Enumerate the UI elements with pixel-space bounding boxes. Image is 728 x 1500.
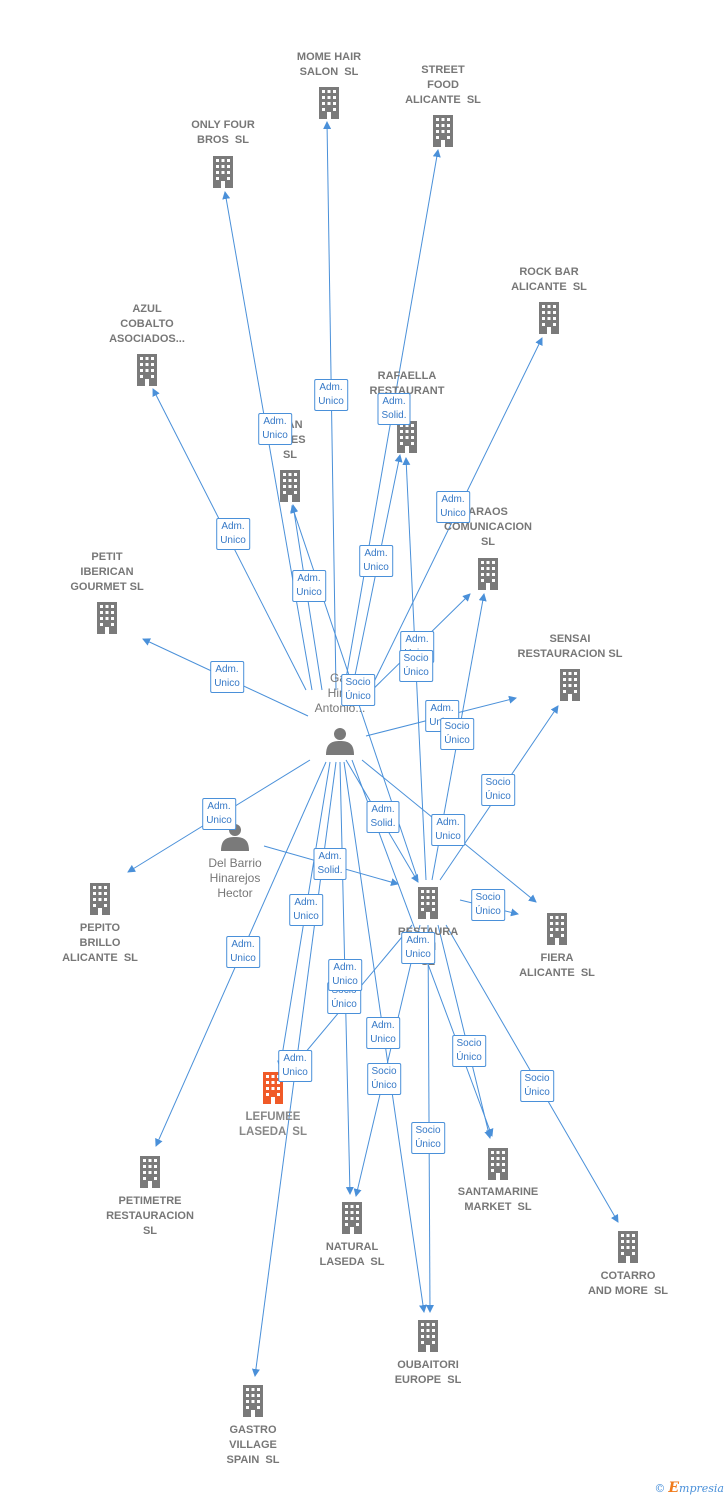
relation-label: Adm. Unico	[216, 518, 250, 550]
relation-label: Adm. Unico	[226, 936, 260, 968]
node-faraos[interactable]: ARAOS COMUNICACION SL	[444, 505, 532, 550]
node-label-onlyfour: ONLY FOUR BROS SL	[191, 119, 255, 146]
edge-restaura-to-santamarine	[437, 924, 493, 1139]
building-icon-rafaella[interactable]	[397, 421, 417, 453]
node-label-petimetre: PETIMETRE RESTAURACION SL	[106, 1195, 194, 1237]
node-fiera[interactable]: FIERA ALICANTE SL	[519, 951, 595, 981]
node-label-natural: NATURAL LASEDA SL	[319, 1241, 385, 1268]
node-street[interactable]: STREET FOOD ALICANTE SL	[405, 63, 481, 108]
relation-label: Socio Único	[481, 774, 515, 806]
edge-restaura-to-natural	[353, 924, 421, 1197]
relation-label: Socio Único	[367, 1063, 401, 1095]
building-icon-mome[interactable]	[319, 87, 339, 119]
relation-label: Socio Único	[341, 674, 375, 706]
relation-label: Adm. Unico	[210, 661, 244, 693]
relation-label: Adm. Unico	[436, 491, 470, 523]
node-label-gastro: GASTRO VILLAGE SPAIN SL	[226, 1424, 280, 1466]
building-icon-petit[interactable]	[97, 602, 117, 634]
edge-restaura-to-oubaitori	[425, 924, 434, 1313]
brand-name: mpresia	[679, 1482, 724, 1495]
relation-label: Socio Único	[520, 1070, 554, 1102]
building-icon-onlyfour[interactable]	[213, 156, 233, 188]
node-label-lefumee: LEFUMEE LASEDA SL	[239, 1111, 307, 1138]
node-label-faraos: ARAOS COMUNICACION SL	[444, 506, 532, 548]
building-icon-natural[interactable]	[342, 1202, 362, 1234]
node-gastro[interactable]: GASTRO VILLAGE SPAIN SL	[227, 1423, 280, 1468]
relation-label: Adm. Unico	[328, 959, 362, 991]
building-icon-rockbar[interactable]	[539, 302, 559, 334]
copyright-icon: ©	[654, 1482, 666, 1495]
building-icon-gastro[interactable]	[243, 1385, 263, 1417]
relation-label: Socio Único	[399, 650, 433, 682]
node-label-sensai: SENSAI RESTAURACION SL	[517, 633, 623, 660]
relation-label: Adm. Unico	[289, 894, 323, 926]
relation-label: Adm. Unico	[401, 932, 435, 964]
node-label-santamarine: SANTAMARINE MARKET SL	[457, 1186, 539, 1213]
node-onlyfour[interactable]: ONLY FOUR BROS SL	[191, 118, 255, 148]
relation-label: Socio Único	[411, 1122, 445, 1154]
node-petit[interactable]: PETIT IBERICAN GOURMET SL	[70, 550, 143, 595]
node-sensai[interactable]: SENSAI RESTAURACION SL	[518, 632, 623, 662]
building-icon-faraos[interactable]	[478, 558, 498, 590]
brand-initial: E	[668, 1480, 680, 1496]
node-label-cotarro: COTARRO AND MORE SL	[587, 1270, 669, 1297]
relation-label: Socio Único	[452, 1035, 486, 1067]
node-lefumee[interactable]: LEFUMEE LASEDA SL	[239, 1110, 307, 1140]
node-mome[interactable]: MOME HAIR SALON SL	[297, 50, 361, 80]
relation-label: Adm. Unico	[292, 570, 326, 602]
node-oubaitori[interactable]: OUBAITORI EUROPE SL	[395, 1358, 462, 1388]
node-petimetre[interactable]: PETIMETRE RESTAURACION SL	[106, 1194, 194, 1239]
relation-label: Adm. Solid.	[366, 801, 400, 833]
relation-label: Adm. Unico	[258, 413, 292, 445]
relation-label: Socio Único	[440, 718, 474, 750]
node-natural[interactable]: NATURAL LASEDA SL	[320, 1240, 385, 1270]
node-label-mome: MOME HAIR SALON SL	[296, 51, 362, 78]
building-icon-oubaitori[interactable]	[418, 1320, 438, 1352]
node-label-oubaitori: OUBAITORI EUROPE SL	[394, 1359, 462, 1386]
building-icon-fiera[interactable]	[547, 913, 567, 945]
relation-label: Adm. Unico	[431, 814, 465, 846]
relation-label: Adm. Unico	[314, 379, 348, 411]
building-icon-azul[interactable]	[137, 354, 157, 386]
relation-label: Adm. Solid.	[377, 393, 411, 425]
building-icon-man[interactable]	[280, 470, 300, 502]
building-icon-restaura[interactable]	[418, 887, 438, 919]
building-icon-street[interactable]	[433, 115, 453, 147]
person-icon-main[interactable]	[326, 728, 354, 755]
relation-label: Adm. Unico	[366, 1017, 400, 1049]
node-label-pepito: PEPITO BRILLO ALICANTE SL	[62, 922, 138, 964]
building-icon-santamarine[interactable]	[488, 1148, 508, 1180]
relation-label: Adm. Unico	[278, 1050, 312, 1082]
node-hector[interactable]: Del Barrio Hinarejos Hector	[208, 856, 261, 901]
node-cotarro[interactable]: COTARRO AND MORE SL	[588, 1269, 668, 1299]
node-label-street: STREET FOOD ALICANTE SL	[405, 64, 481, 106]
brand-footer: ©Empresia	[654, 1480, 724, 1496]
building-icon-cotarro[interactable]	[618, 1231, 638, 1263]
node-label-rockbar: ROCK BAR ALICANTE SL	[511, 266, 587, 293]
node-azul[interactable]: AZUL COBALTO ASOCIADOS...	[109, 302, 185, 347]
relation-label: Adm. Unico	[202, 798, 236, 830]
node-santamarine[interactable]: SANTAMARINE MARKET SL	[458, 1185, 538, 1215]
node-label-fiera: FIERA ALICANTE SL	[519, 952, 595, 979]
relation-label: Socio Único	[471, 889, 505, 921]
building-icon-pepito[interactable]	[90, 883, 110, 915]
node-rockbar[interactable]: ROCK BAR ALICANTE SL	[511, 265, 587, 295]
node-label-petit: PETIT IBERICAN GOURMET SL	[70, 551, 144, 593]
building-icon-petimetre[interactable]	[140, 1156, 160, 1188]
relation-label: Adm. Solid.	[313, 848, 347, 880]
node-pepito[interactable]: PEPITO BRILLO ALICANTE SL	[62, 921, 138, 966]
relation-label: Adm. Unico	[359, 545, 393, 577]
building-icon-sensai[interactable]	[560, 669, 580, 701]
node-label-hector: Del Barrio Hinarejos Hector	[208, 856, 262, 900]
node-label-azul: AZUL COBALTO ASOCIADOS...	[109, 303, 185, 345]
